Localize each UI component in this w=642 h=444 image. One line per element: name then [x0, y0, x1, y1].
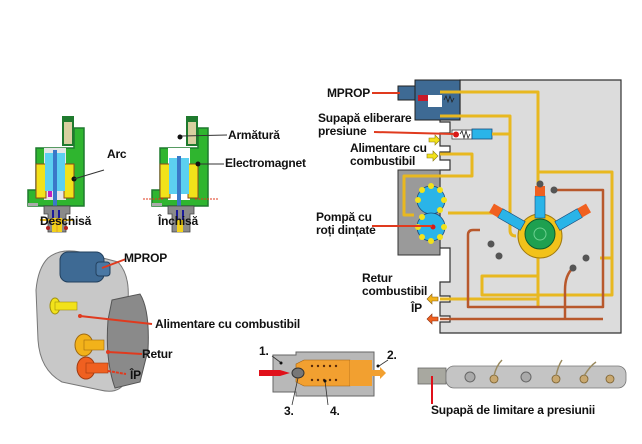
solenoid-closed-drawing — [143, 116, 228, 233]
photo-return-label: Retur — [142, 347, 173, 361]
rail-caption: Supapă de limitare a presiunii — [431, 403, 596, 417]
schematic-mprop-label: MPROP — [327, 86, 371, 100]
armature-label: Armătură — [228, 128, 280, 142]
return-arrow-icon — [426, 293, 439, 305]
limiter-part-1: 1. — [259, 344, 269, 358]
pump-schematic — [372, 79, 622, 334]
arc-label: Arc — [107, 147, 127, 161]
feed-label-1: Alimentare cu — [350, 141, 427, 155]
open-caption: Deschisă — [40, 214, 92, 228]
pump-photo-illustration — [35, 250, 153, 392]
gear-pump-label-2: roți dințate — [316, 223, 376, 237]
limiter-part-2: 2. — [387, 348, 397, 362]
feed-label-2: combustibil — [350, 154, 416, 168]
solenoid-open-drawing — [27, 116, 105, 233]
fuel-rail-photo — [417, 359, 627, 404]
hp-arrow-icon — [426, 313, 439, 325]
photo-mprop-label: MPROP — [124, 251, 168, 265]
photo-feed-label: Alimentare cu combustibil — [155, 317, 301, 331]
limiter-part-3: 3. — [284, 404, 294, 418]
outlet-arrow-icon — [372, 367, 386, 379]
relief-valve-label-1: Supapă eliberare — [318, 111, 412, 125]
inlet-arrow-icon — [259, 370, 290, 376]
closed-caption: Închisă — [158, 214, 198, 228]
schematic-hp-label: ÎP — [411, 301, 422, 315]
limiter-part-4: 4. — [330, 404, 340, 418]
fuel-lines — [402, 90, 614, 308]
gear-pump-label-1: Pompă cu — [316, 210, 372, 224]
limiter-valve-drawing — [259, 351, 389, 406]
return-label-1: Retur — [362, 271, 393, 285]
relief-valve-label-2: presiune — [318, 124, 367, 138]
electromagnet-label: Electromagnet — [225, 156, 306, 170]
return-label-2: combustibil — [362, 284, 428, 298]
photo-hp-label: ÎP — [130, 368, 141, 382]
feed-arrow-icon — [428, 134, 441, 146]
